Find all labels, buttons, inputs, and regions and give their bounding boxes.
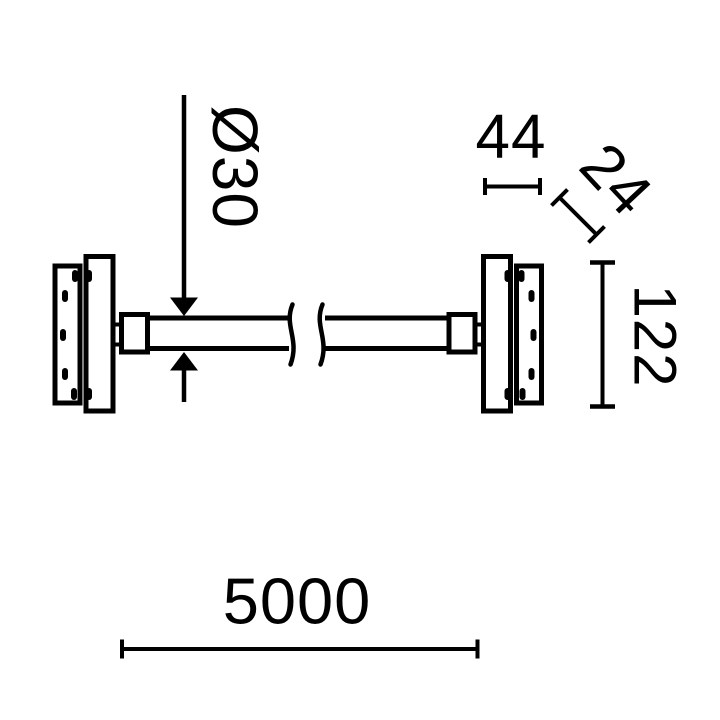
dim-depth-label: 24 bbox=[567, 131, 666, 230]
slot-hole bbox=[528, 290, 535, 302]
right-bracket-front-plate bbox=[481, 254, 513, 414]
arrow-up-icon bbox=[170, 352, 198, 371]
dim-depth-tick-upper bbox=[550, 188, 569, 207]
slot-hole bbox=[504, 270, 511, 282]
slot-hole bbox=[71, 388, 77, 400]
slot-hole bbox=[62, 290, 68, 302]
slot-hole bbox=[62, 368, 68, 380]
left-end-cap bbox=[119, 312, 150, 355]
left-mount-bracket bbox=[52, 254, 150, 414]
slot-hole bbox=[504, 388, 511, 400]
slot-hole bbox=[528, 368, 535, 380]
slot-hole bbox=[530, 329, 537, 341]
dim-depth-line bbox=[558, 196, 598, 236]
slot-hole bbox=[86, 388, 92, 400]
break-curve-left bbox=[287, 302, 296, 367]
dim-depth-tick-lower bbox=[587, 225, 606, 244]
slot-hole bbox=[86, 270, 92, 282]
dim-bracket-width: 44 bbox=[476, 103, 547, 195]
dim-rod-diameter: Ø30 bbox=[170, 95, 271, 402]
right-mount-bracket bbox=[446, 254, 544, 414]
dim-diameter-label: Ø30 bbox=[199, 105, 271, 229]
dim-bracket-depth: 24 bbox=[550, 131, 666, 244]
slot-hole bbox=[60, 329, 66, 341]
arrow-down-icon bbox=[170, 297, 198, 316]
dim-bracket-height: 122 bbox=[590, 260, 689, 409]
dim-length-label: 5000 bbox=[223, 565, 372, 638]
left-bracket-front-plate bbox=[83, 254, 116, 414]
break-symbol bbox=[287, 302, 326, 367]
break-curve-right bbox=[317, 302, 326, 367]
slot-hole bbox=[518, 270, 525, 282]
right-bracket-back-plate bbox=[514, 263, 544, 406]
dim-width-label: 44 bbox=[476, 103, 547, 172]
right-end-cap bbox=[446, 312, 478, 355]
left-bracket-back-plate bbox=[52, 263, 83, 406]
rod-tube bbox=[149, 315, 448, 351]
slot-hole bbox=[72, 270, 78, 282]
slot-hole bbox=[519, 388, 526, 400]
dim-height-label: 122 bbox=[622, 284, 689, 387]
dim-overall-length: 5000 bbox=[120, 565, 480, 659]
